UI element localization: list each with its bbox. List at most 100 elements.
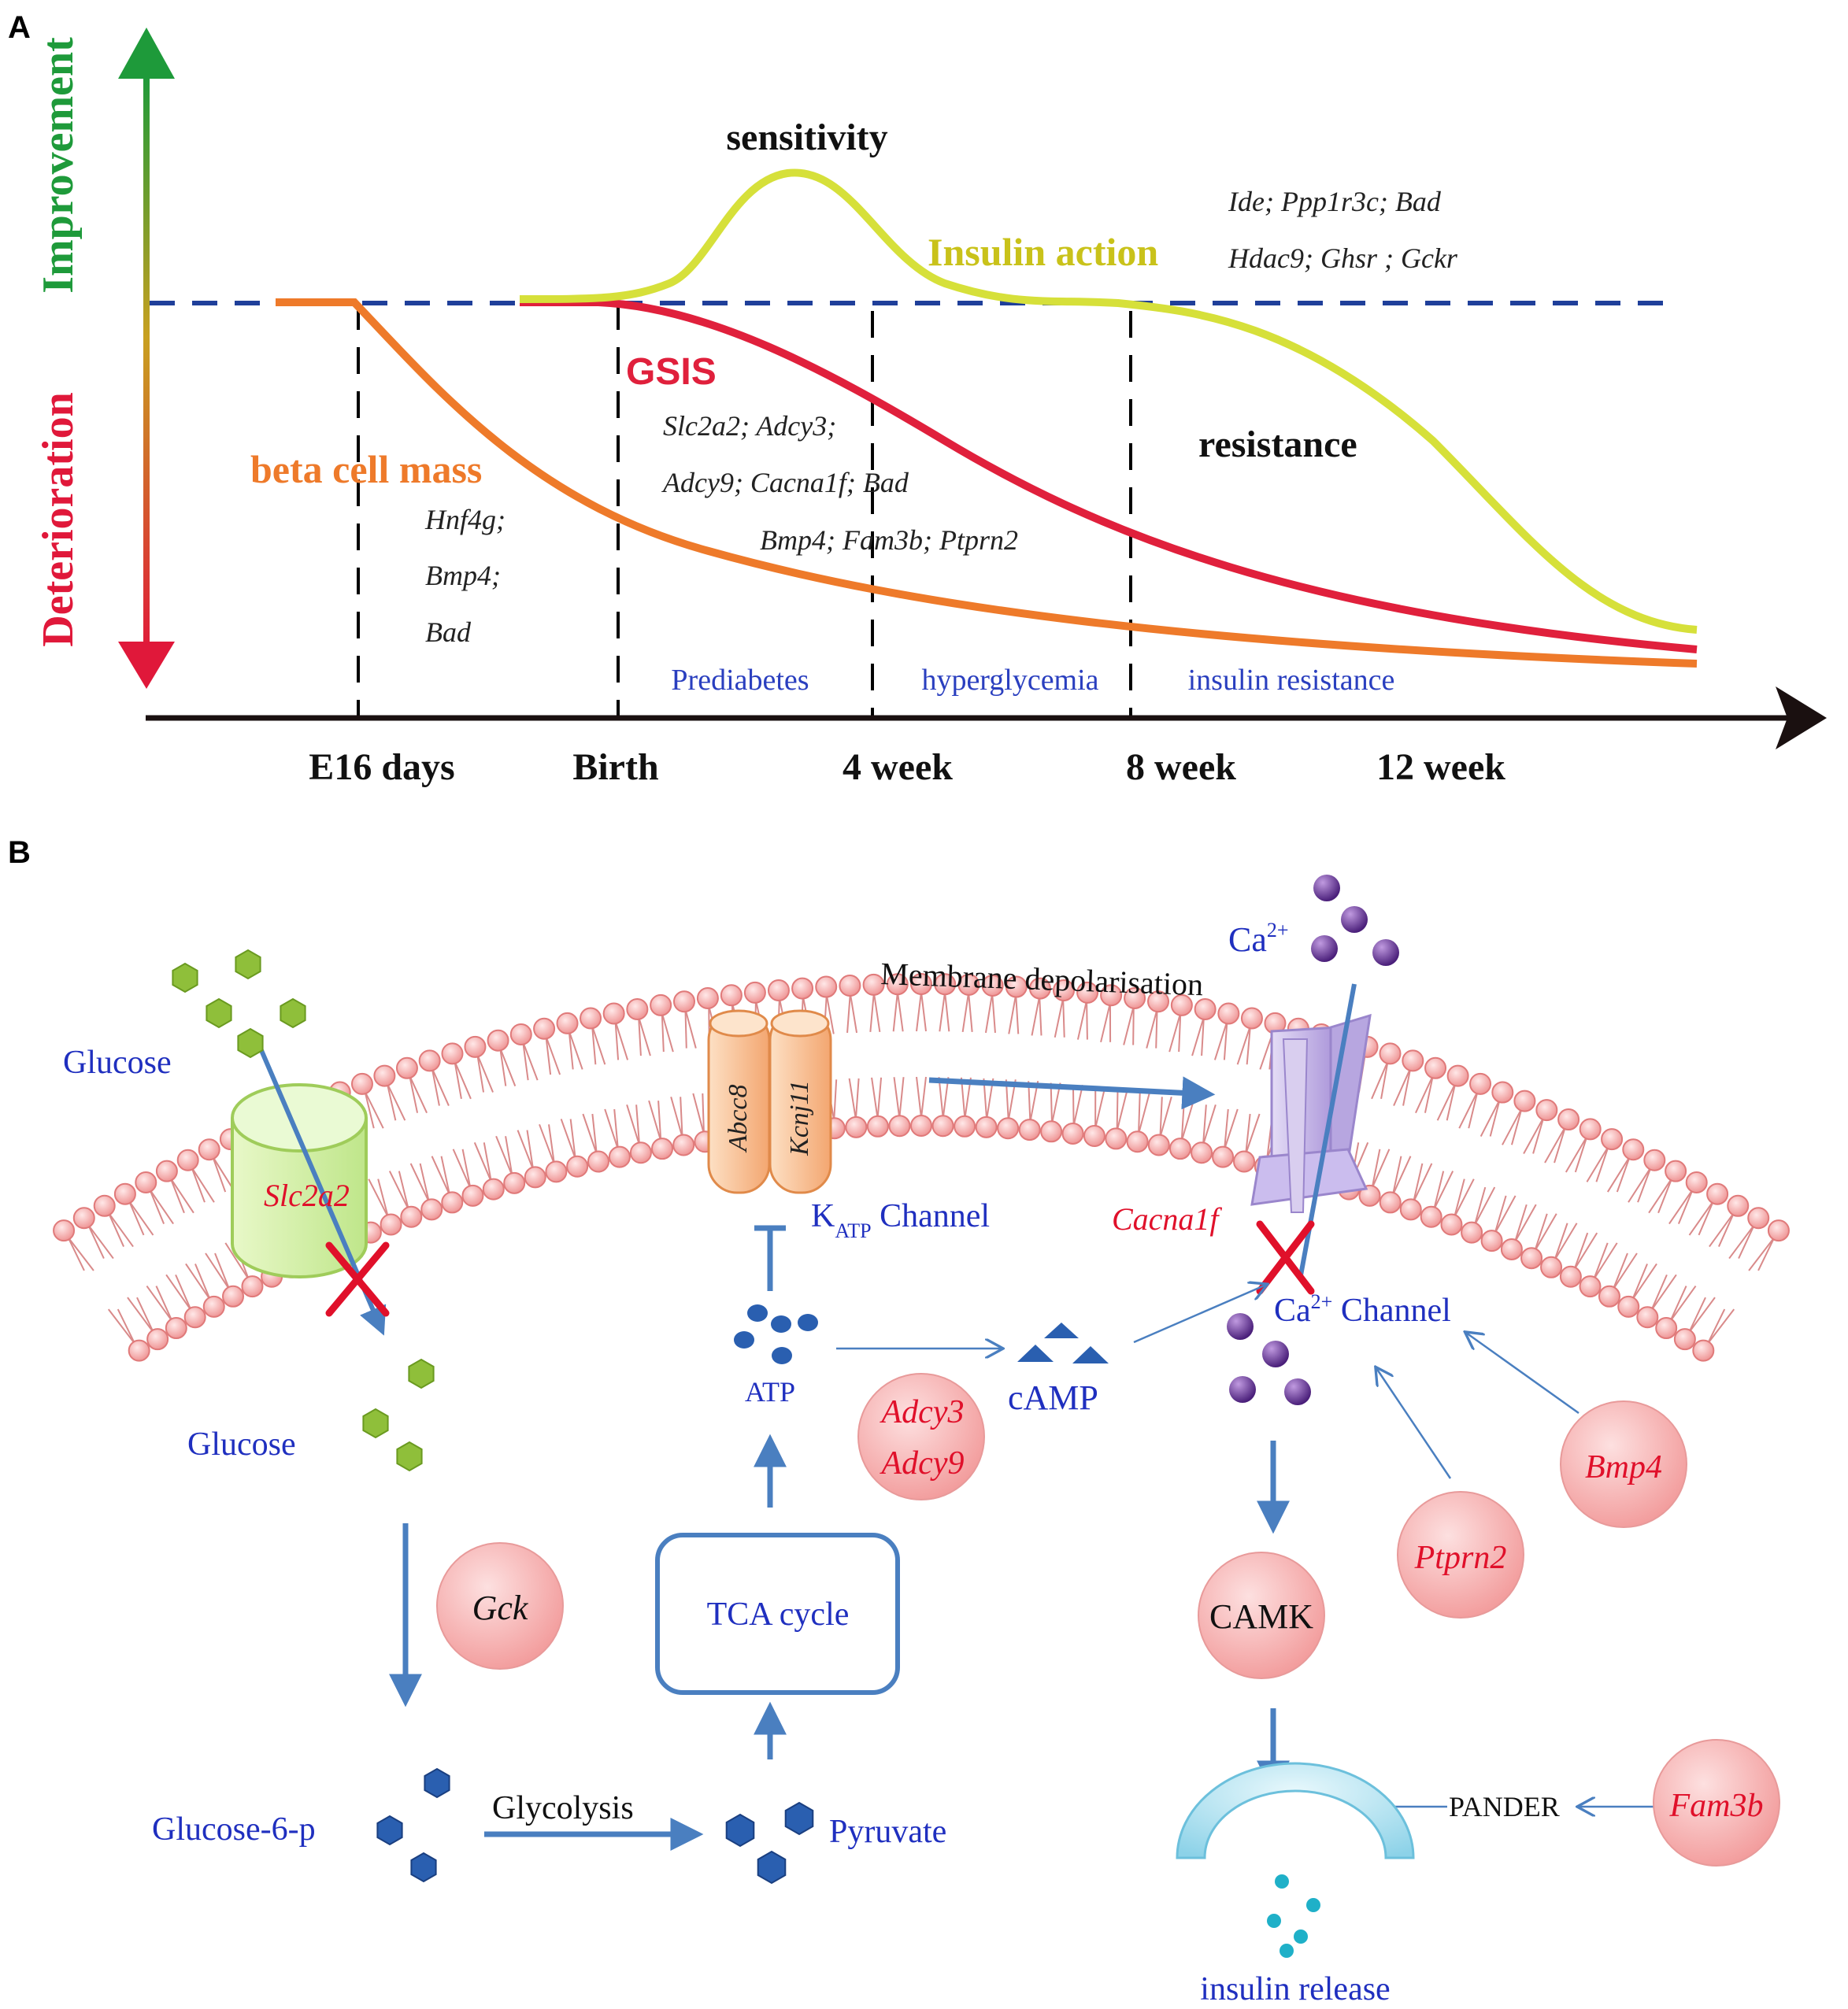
lipid-tail xyxy=(1072,1085,1083,1127)
insulin-vesicle xyxy=(1176,1762,1415,1859)
calcium-ion-ball xyxy=(1262,1341,1289,1367)
lipid-tail xyxy=(1224,1108,1229,1149)
lipid-head xyxy=(482,1178,505,1201)
lipid-head xyxy=(1747,1207,1770,1230)
lipid-tail xyxy=(1159,1097,1172,1138)
lipid-tail xyxy=(1554,1223,1578,1261)
lipid-tail xyxy=(1595,1145,1609,1182)
lipid-tail xyxy=(67,1237,85,1271)
stage-hyperglycemia: hyperglycemia xyxy=(921,664,1098,697)
time-axis-arrowhead xyxy=(1776,686,1827,749)
glucose-hexagon xyxy=(280,997,306,1029)
lipid-tail xyxy=(1031,996,1041,1036)
lipid-head xyxy=(934,973,957,996)
lipid-head xyxy=(1191,1141,1213,1164)
lipid-tail xyxy=(635,1104,641,1145)
lipid-tail xyxy=(526,1130,535,1170)
lipid-head xyxy=(1105,1127,1128,1150)
lipid-head xyxy=(1358,1184,1381,1207)
lipid-head xyxy=(767,979,790,1002)
lipid-tail xyxy=(1565,1135,1588,1173)
lipid-tail xyxy=(1094,1087,1106,1129)
lipid-tail xyxy=(545,1036,552,1075)
lipid-tail xyxy=(409,1075,419,1113)
lipid-head xyxy=(93,1194,116,1217)
lipid-tail xyxy=(545,1036,561,1075)
katp-word: Channel xyxy=(872,1198,990,1234)
katp-channel-label: KATP Channel xyxy=(811,1198,990,1242)
lipid-tail xyxy=(849,993,858,1034)
lipid-head xyxy=(72,1207,95,1230)
lipid-tail xyxy=(1039,996,1043,1036)
lipid-tail xyxy=(409,1163,430,1203)
lipid-head xyxy=(1147,990,1170,1013)
lipid-head xyxy=(1379,1191,1402,1214)
lipid-tail xyxy=(591,1026,597,1065)
lipid-tail xyxy=(1138,1093,1150,1134)
lipid-tail xyxy=(1468,1091,1479,1129)
lipid-head xyxy=(1622,1138,1645,1161)
lipid-tail xyxy=(454,1060,462,1099)
lipid-tail xyxy=(1677,1189,1694,1224)
lipid-tail xyxy=(409,1075,428,1114)
depolarisation-arrow xyxy=(928,1076,1216,1110)
lipid-head xyxy=(743,981,766,1004)
lipid-tail xyxy=(386,1082,406,1121)
lipid-head xyxy=(587,1150,609,1173)
lipid-tail xyxy=(1076,1000,1088,1040)
lipid-head xyxy=(886,973,909,996)
lipid-head xyxy=(1673,1328,1696,1351)
lipid-tail xyxy=(1534,1213,1548,1252)
lipid-tail xyxy=(1132,1005,1135,1045)
lipid-tail xyxy=(920,1076,927,1119)
lipid-tail xyxy=(107,1308,136,1345)
lipid-tail xyxy=(505,1136,513,1176)
glucose-hexagon xyxy=(237,1027,264,1059)
lipid-head xyxy=(651,1138,674,1160)
lipid-tail xyxy=(1709,1212,1735,1248)
lipid-tail xyxy=(440,1156,451,1196)
lipid-tail xyxy=(1015,994,1020,1034)
lipid-tail xyxy=(613,1108,619,1149)
lipid-tail xyxy=(1245,1113,1251,1154)
lipid-tail xyxy=(1123,1005,1135,1045)
calcium-ion-ball xyxy=(1229,1376,1256,1403)
camp-to-channel-arrow xyxy=(1133,1285,1266,1344)
lipid-tail xyxy=(1393,1067,1412,1106)
lipid-head xyxy=(155,1160,178,1182)
lipid-head xyxy=(1643,1149,1666,1171)
improvement-arrowhead xyxy=(118,28,175,79)
glucose-hexagon xyxy=(362,1408,389,1439)
lipid-tail xyxy=(364,1090,384,1129)
lipid-head xyxy=(1706,1182,1729,1205)
lipid-head xyxy=(176,1149,199,1171)
glucose-6-p-molecules xyxy=(376,1767,450,1883)
lipid-tail xyxy=(1424,1075,1434,1113)
lipid-tail xyxy=(107,1212,124,1247)
deterioration-arrowhead xyxy=(118,642,175,689)
lipid-head xyxy=(1491,1081,1514,1104)
lipid-head xyxy=(509,1023,532,1045)
lipid-head xyxy=(533,1017,556,1040)
lipid-tail xyxy=(522,1041,539,1081)
lipid-head xyxy=(1168,1138,1191,1160)
bmp4-label: Bmp4 xyxy=(1585,1449,1662,1485)
lipid-tail xyxy=(984,993,994,1034)
calcium-ion-symbol: Ca xyxy=(1228,920,1267,959)
lipid-tail xyxy=(1688,1297,1716,1334)
lipid-tail xyxy=(377,1178,389,1218)
lipid-head xyxy=(997,1117,1020,1140)
lipid-tail xyxy=(638,1016,642,1056)
calcium-channel-label: Ca2+ Channel xyxy=(1274,1290,1451,1329)
stage-insulin-resistance: insulin resistance xyxy=(1188,664,1395,697)
lipid-tail xyxy=(1616,1156,1631,1193)
lipid-tail xyxy=(1748,1236,1776,1271)
lipid-head xyxy=(146,1328,169,1351)
lipid-tail xyxy=(846,993,851,1034)
lipid-tail xyxy=(1213,1021,1228,1060)
lipid-tail xyxy=(1706,1308,1726,1345)
lipid-tail xyxy=(1245,1113,1261,1155)
lipid-tail xyxy=(1657,1178,1673,1214)
lipid-tail xyxy=(191,1167,206,1203)
lipid-head xyxy=(1240,1007,1263,1030)
